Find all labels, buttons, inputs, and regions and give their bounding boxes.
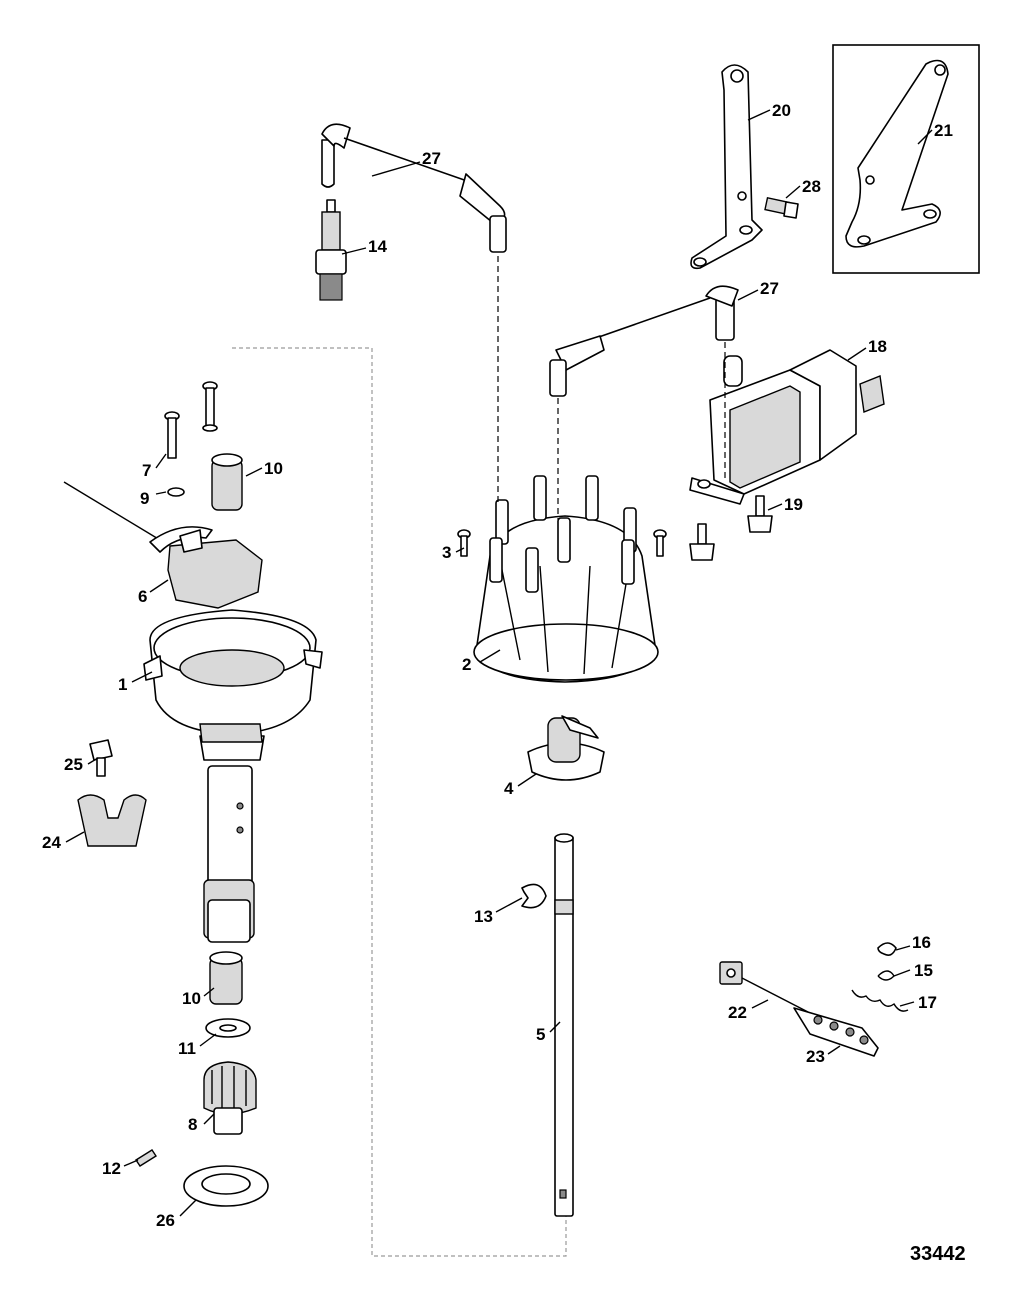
clamp-24-drawing: [77, 794, 147, 847]
bushing-10-upper-drawing: [211, 453, 243, 511]
inset-frame: [832, 44, 980, 274]
bracket-20-drawing: [690, 64, 763, 270]
callout-10-lower: 10: [182, 989, 201, 1008]
callout-1: 1: [118, 675, 127, 694]
callout-12: 12: [102, 1159, 121, 1178]
callout-17: 17: [918, 993, 937, 1012]
callout-6: 6: [138, 587, 147, 606]
washer-9-drawing: [167, 487, 185, 497]
module-6-drawing: [63, 481, 263, 609]
callout-14: 14: [368, 237, 387, 256]
callout-2: 2: [462, 655, 471, 674]
clip-15-drawing: [877, 970, 895, 981]
callout-20: 20: [772, 101, 791, 120]
pin-12-drawing: [135, 1149, 157, 1167]
callouts: 1 2 3 4 5 6 7 8 9 10 10 11 12 13 14 15 1…: [42, 101, 953, 1230]
bolt-28-drawing: [764, 197, 799, 219]
clips-17-drawing: [851, 989, 909, 1012]
callout-8: 8: [188, 1115, 197, 1134]
callout-9: 9: [140, 489, 149, 508]
callout-11: 11: [178, 1039, 196, 1058]
plug-wire-27-upper-drawing: [321, 123, 507, 253]
callout-28: 28: [802, 177, 821, 196]
screws-3-drawing: [457, 529, 667, 557]
callout-15: 15: [914, 961, 933, 980]
bolt-22-drawing: [719, 961, 809, 1013]
callout-23: 23: [806, 1047, 825, 1066]
bolts-19-drawing: [689, 495, 773, 561]
screws-7-drawing: [164, 381, 218, 459]
callout-21: 21: [934, 121, 953, 140]
callout-27-lower: 27: [760, 279, 779, 298]
callout-27-upper: 27: [422, 149, 441, 168]
assembly-outline: [232, 347, 567, 1257]
callout-13: 13: [474, 907, 493, 926]
callout-19: 19: [784, 495, 803, 514]
callout-26: 26: [156, 1211, 175, 1230]
clip-13-drawing: [521, 883, 547, 909]
bushing-10-lower-drawing: [209, 951, 243, 1005]
callout-3: 3: [442, 543, 451, 562]
callout-7: 7: [142, 461, 151, 480]
washer-9b-drawing: [202, 424, 218, 432]
distributor-cap-2-drawing: [473, 475, 659, 683]
spark-plug-14-drawing: [315, 199, 347, 301]
washer-26-drawing: [183, 1165, 269, 1207]
callout-5: 5: [536, 1025, 545, 1044]
ignition-coil-18-drawing: [689, 349, 885, 505]
figure-number: 33442: [910, 1243, 966, 1265]
clip-16-drawing: [877, 942, 897, 956]
shaft-5-drawing: [554, 833, 574, 1217]
bracket-21-drawing: [845, 59, 949, 248]
gear-8-drawing: [203, 1061, 257, 1135]
plug-wire-27-lower-drawing: [549, 285, 739, 397]
callout-24: 24: [42, 833, 61, 852]
bolt-25-drawing: [89, 739, 113, 777]
callout-4: 4: [504, 779, 514, 798]
rotor-4-drawing: [527, 715, 605, 781]
callout-18: 18: [868, 337, 887, 356]
leader-lines: [65, 109, 933, 1217]
callout-10-upper: 10: [264, 459, 283, 478]
callout-25: 25: [64, 755, 83, 774]
callout-22: 22: [728, 1003, 747, 1022]
washer-11-drawing: [205, 1018, 251, 1038]
callout-16: 16: [912, 933, 931, 952]
housing-1-drawing: [143, 609, 323, 943]
bracket-23-drawing: [793, 1007, 879, 1057]
